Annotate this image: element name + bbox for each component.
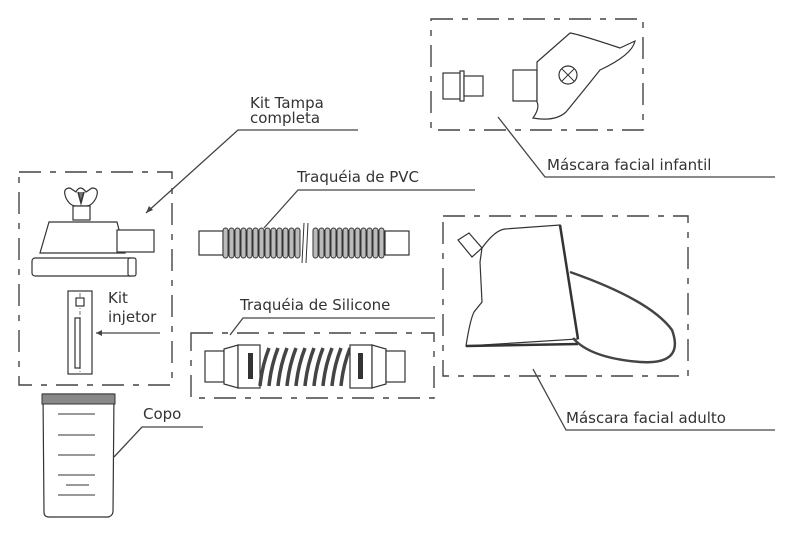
traqueia-pvc-label: Traquéia de PVC (296, 168, 419, 186)
pvc-rib (282, 227, 289, 259)
kit-injetor-label-line1: Kit (108, 289, 128, 307)
pvc-rib (354, 227, 361, 259)
silicone-coil-turn (285, 347, 298, 387)
pvc-rib (294, 227, 301, 259)
pvc-rib (360, 227, 367, 259)
pvc-rib (312, 227, 319, 259)
pvc-rib (240, 227, 247, 259)
silicone-coil-turn (339, 347, 352, 387)
traqueia-pvc-group: Traquéia de PVC (198, 168, 475, 264)
silicone-coil-turn (267, 347, 280, 387)
silicone-coil (258, 347, 352, 387)
pvc-rib (270, 227, 277, 259)
copo-leader (113, 426, 203, 458)
pvc-end-right (384, 230, 410, 256)
kit-tampa-box (18, 171, 173, 386)
copo-group: Copo (41, 393, 203, 518)
tampa-outlet (116, 229, 155, 253)
pvc-rib (366, 227, 373, 259)
pvc-rib (336, 227, 343, 259)
pvc-rib (372, 227, 379, 259)
kit-injetor-label-line2: injetor (108, 308, 157, 326)
silicone-coil-turn (312, 347, 325, 387)
pvc-rib (228, 227, 235, 259)
pvc-rib (324, 227, 331, 259)
mascara-infantil-leader (497, 116, 775, 178)
silicone-coil-turn (303, 347, 316, 387)
kit-tampa-group: Kit injetor Kit Tampa completa (18, 94, 358, 386)
kit-tampa-label-line1: Kit Tampa (250, 94, 324, 112)
mascara-adulto-group: Máscara facial adulto (442, 215, 775, 431)
silicone-box (190, 332, 435, 399)
traqueia-silicone-label: Traquéia de Silicone (239, 296, 390, 314)
tampa-body (39, 221, 126, 254)
traqueia-pvc-leader (263, 189, 475, 229)
mascara-infantil-group: Máscara facial infantil (430, 18, 775, 178)
pvc-rib (252, 227, 259, 259)
silicone-coil-turn (276, 347, 289, 387)
adulto-mask (465, 224, 579, 347)
copo-graduations (58, 413, 95, 496)
adulto-strap (569, 270, 677, 364)
pvc-rib (258, 227, 265, 259)
silicone-coil-turn (294, 347, 307, 387)
pvc-rib (222, 227, 229, 259)
adulto-connector (457, 232, 483, 258)
pvc-rib (330, 227, 337, 259)
tampa-base (31, 257, 135, 277)
pvc-rib (246, 227, 253, 259)
pvc-end-left (198, 230, 224, 256)
traqueia-silicone-leader (229, 317, 435, 336)
kit-tampa-label-line2: completa (250, 109, 320, 127)
kit-tampa-leader (145, 129, 358, 214)
infantil-adapter (442, 72, 463, 100)
pvc-rib (234, 227, 241, 259)
pvc-rib (342, 227, 349, 259)
pvc-rib (264, 227, 271, 259)
pvc-rib (318, 227, 325, 259)
kit-injetor (67, 290, 93, 375)
mascara-infantil-box (430, 18, 644, 131)
pvc-rib (348, 227, 355, 259)
tampa-knob (64, 187, 98, 221)
mascara-infantil-label: Máscara facial infantil (547, 156, 711, 174)
mascara-adulto-leader (532, 368, 775, 431)
infantil-mask (531, 32, 636, 120)
pvc-rib (288, 227, 295, 259)
pvc-rib (276, 227, 283, 259)
pvc-corrugation (222, 227, 385, 259)
silicone-coil-turn (258, 347, 271, 387)
mascara-adulto-label: Máscara facial adulto (566, 409, 726, 427)
silicone-coil-turn (330, 347, 343, 387)
pvc-rib (378, 227, 385, 259)
mascara-adulto-box (442, 215, 689, 377)
traqueia-silicone-group: Traquéia de Silicone (190, 296, 435, 399)
copo-label: Copo (143, 405, 181, 423)
silicone-coil-turn (321, 347, 334, 387)
